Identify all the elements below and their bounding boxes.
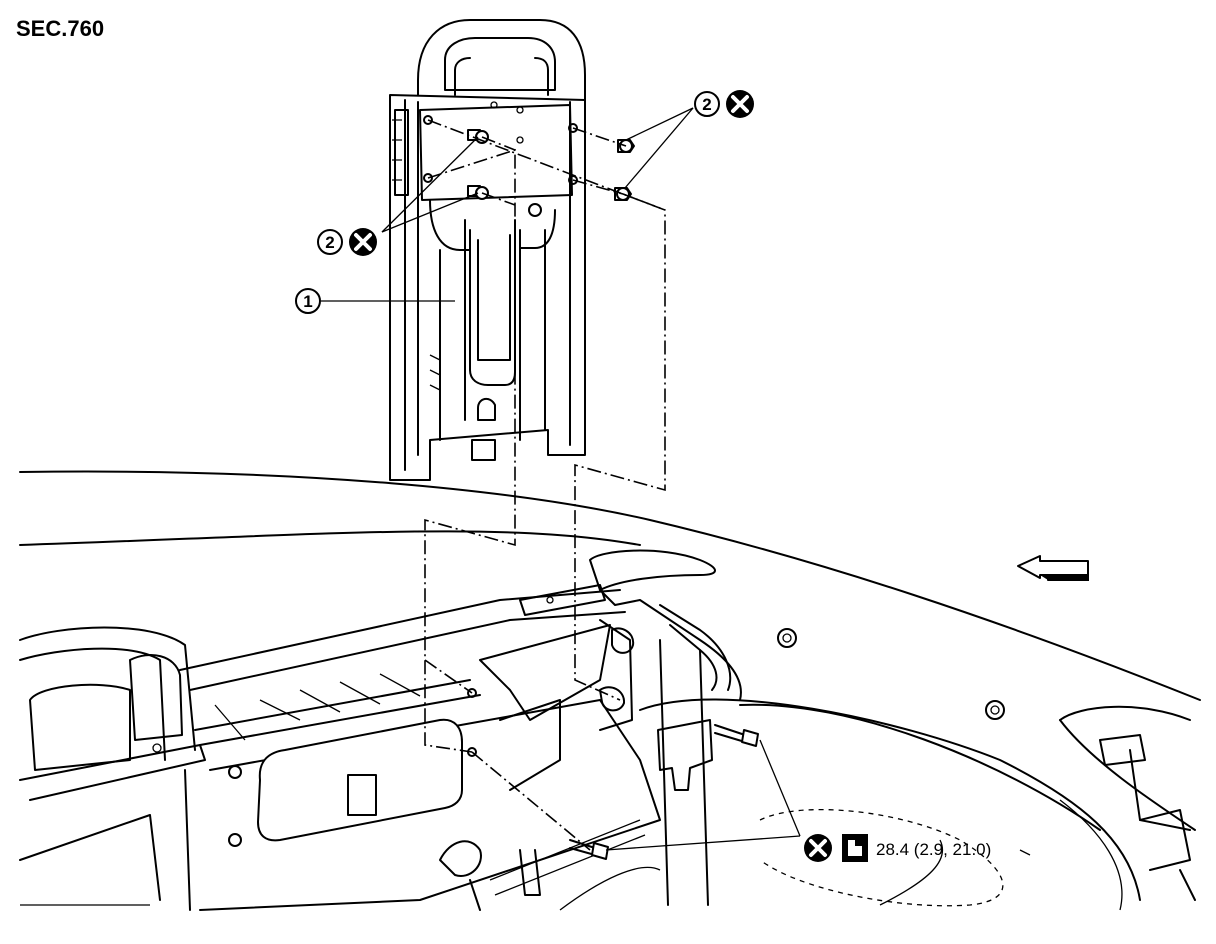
svg-text:2: 2 (702, 95, 711, 114)
bolts-lower (569, 724, 759, 860)
section-label: SEC.760 (16, 16, 104, 41)
x-circle-icon (349, 228, 377, 256)
callout-part-2-left: 2 (317, 229, 343, 255)
vehicle-body (19, 470, 1201, 911)
torque-wrench-icon (842, 834, 868, 862)
torque-spec: 28.4 (2.9, 21.0) (876, 840, 991, 859)
x-circle-icon (726, 90, 754, 118)
x-circle-icon (804, 834, 832, 862)
callout-part-1: 1 (295, 288, 321, 314)
callout-part-2-right: 2 (694, 91, 720, 117)
bolts-part-2-right (614, 139, 635, 201)
svg-text:1: 1 (303, 292, 312, 311)
svg-text:2: 2 (325, 233, 334, 252)
leader-lines (321, 107, 1031, 856)
seatback-frame-part-1 (389, 19, 586, 481)
front-arrow-icon (1017, 555, 1089, 581)
alignment-lines (424, 119, 666, 851)
